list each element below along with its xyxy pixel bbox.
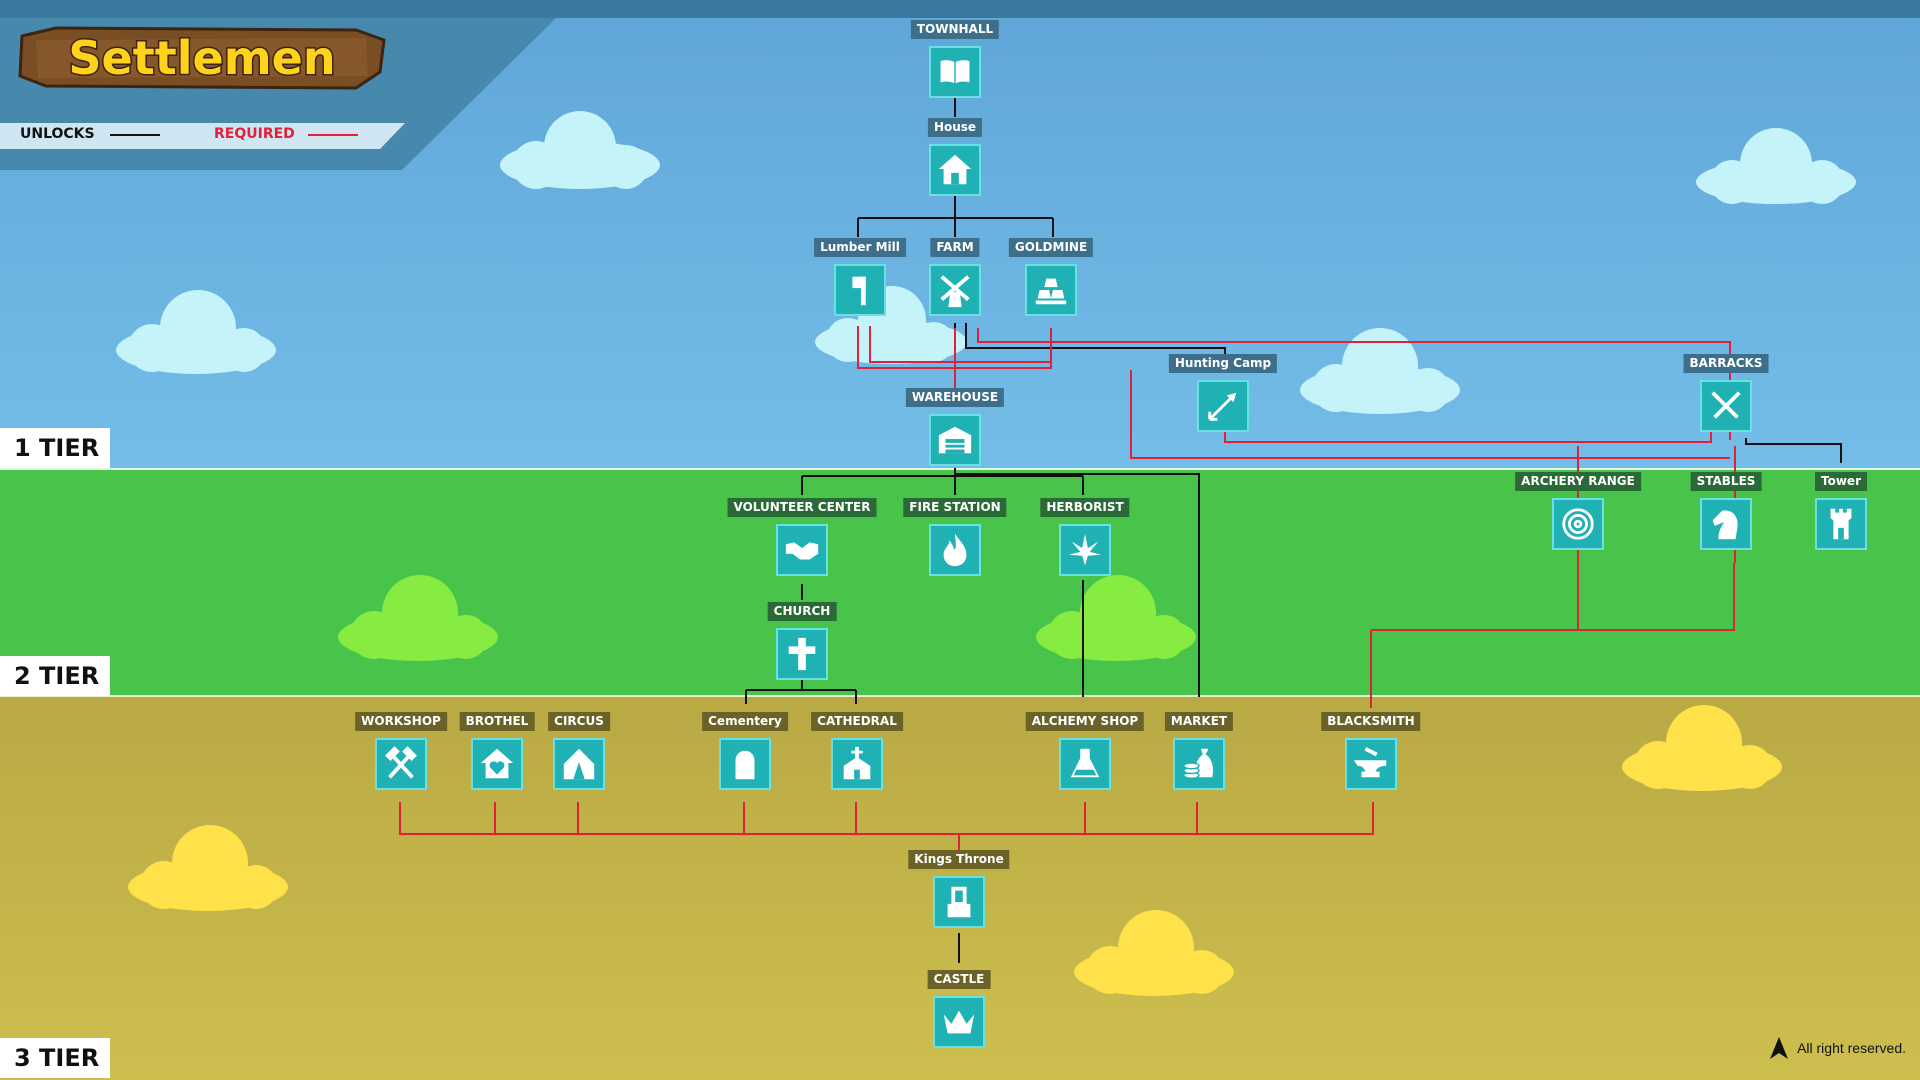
node-castle[interactable]: CASTLE xyxy=(894,970,1024,1050)
node-house[interactable]: House xyxy=(890,118,1020,198)
cloud xyxy=(128,825,288,911)
cloud xyxy=(1300,328,1460,414)
tower-icon xyxy=(1815,498,1867,550)
node-label: MARKET xyxy=(1164,712,1234,731)
node-label: CHURCH xyxy=(767,602,837,621)
cathedral-icon xyxy=(831,738,883,790)
tombstone-icon xyxy=(719,738,771,790)
cloud xyxy=(116,290,276,374)
node-label: BARRACKS xyxy=(1683,354,1769,373)
throne-icon xyxy=(933,876,985,928)
node-archery-range[interactable]: ARCHERY RANGE xyxy=(1513,472,1643,552)
cursor-arrow-icon xyxy=(1770,1037,1789,1059)
heart-house-icon xyxy=(471,738,523,790)
node-label: Cementery xyxy=(702,712,788,731)
node-label: Lumber Mill xyxy=(814,238,906,257)
node-label: House xyxy=(927,118,983,137)
anvil-icon xyxy=(1345,738,1397,790)
node-lumber-mill[interactable]: Lumber Mill xyxy=(795,238,925,318)
node-label: WORKSHOP xyxy=(355,712,447,731)
horse-icon xyxy=(1700,498,1752,550)
tier-2-label: 2 TIER xyxy=(0,656,110,696)
node-alchemy-shop[interactable]: ALCHEMY SHOP xyxy=(1020,712,1150,792)
node-church[interactable]: CHURCH xyxy=(737,602,867,682)
legend-unlocks-label: UNLOCKS xyxy=(20,126,95,142)
cloud xyxy=(815,286,967,364)
node-label: FIRE STATION xyxy=(903,498,1007,517)
node-label: CASTLE xyxy=(927,970,991,989)
tier-3-label: 3 TIER xyxy=(0,1038,110,1078)
node-label: Kings Throne xyxy=(908,850,1010,869)
cloud xyxy=(500,111,660,189)
game-logo: Settlemen xyxy=(16,26,388,90)
node-label: TOWNHALL xyxy=(910,20,1000,39)
hammers-icon xyxy=(375,738,427,790)
node-label: WAREHOUSE xyxy=(905,388,1005,407)
node-label: FARM xyxy=(930,238,980,257)
top-bar xyxy=(0,0,1920,18)
node-hunting-camp[interactable]: Hunting Camp xyxy=(1158,354,1288,434)
node-goldmine[interactable]: GOLDMINE xyxy=(986,238,1116,318)
svg-text:Settlemen: Settlemen xyxy=(68,31,335,85)
flame-icon xyxy=(929,524,981,576)
node-label: Tower xyxy=(1815,472,1867,491)
copyright-text: All right reserved. xyxy=(1797,1040,1906,1056)
node-barracks[interactable]: BARRACKS xyxy=(1661,354,1791,434)
node-brothel[interactable]: BROTHEL xyxy=(432,712,562,792)
cross-icon xyxy=(776,628,828,680)
node-label: ALCHEMY SHOP xyxy=(1025,712,1145,731)
node-market[interactable]: MARKET xyxy=(1134,712,1264,792)
node-label: ARCHERY RANGE xyxy=(1515,472,1641,491)
axe-icon xyxy=(834,264,886,316)
book-icon xyxy=(929,46,981,98)
node-label: VOLUNTEER CENTER xyxy=(727,498,877,517)
tier-1-label: 1 TIER xyxy=(0,428,110,468)
money-bag-icon xyxy=(1173,738,1225,790)
tent-icon xyxy=(553,738,605,790)
warehouse-icon xyxy=(929,414,981,466)
node-stables[interactable]: STABLES xyxy=(1661,472,1791,552)
copyright-footer: All right reserved. xyxy=(1769,1036,1906,1060)
node-cementery[interactable]: Cementery xyxy=(680,712,810,792)
node-herborist[interactable]: HERBORIST xyxy=(1020,498,1150,578)
node-label: BLACKSMITH xyxy=(1321,712,1421,731)
node-circus[interactable]: CIRCUS xyxy=(514,712,644,792)
legend-required-label: REQUIRED xyxy=(214,126,295,142)
node-tower[interactable]: Tower xyxy=(1776,472,1906,552)
gold-bars-icon xyxy=(1025,264,1077,316)
node-blacksmith[interactable]: BLACKSMITH xyxy=(1306,712,1436,792)
node-label: CATHEDRAL xyxy=(811,712,903,731)
node-cathedral[interactable]: CATHEDRAL xyxy=(792,712,922,792)
house-icon xyxy=(929,144,981,196)
node-label: STABLES xyxy=(1690,472,1762,491)
node-fire-station[interactable]: FIRE STATION xyxy=(890,498,1020,578)
node-workshop[interactable]: WORKSHOP xyxy=(336,712,466,792)
windmill-icon xyxy=(929,264,981,316)
crown-icon xyxy=(933,996,985,1048)
handshake-icon xyxy=(776,524,828,576)
flask-icon xyxy=(1059,738,1111,790)
cloud xyxy=(338,575,498,661)
node-farm[interactable]: FARM xyxy=(890,238,1020,318)
cloud xyxy=(1696,128,1856,204)
leaf-icon xyxy=(1059,524,1111,576)
node-label: BROTHEL xyxy=(459,712,535,731)
node-label: Hunting Camp xyxy=(1168,354,1278,373)
node-label: GOLDMINE xyxy=(1008,238,1094,257)
node-label: CIRCUS xyxy=(548,712,610,731)
cloud xyxy=(1074,910,1234,996)
crossed-swords-icon xyxy=(1700,380,1752,432)
target-icon xyxy=(1552,498,1604,550)
arrow-icon xyxy=(1197,380,1249,432)
node-warehouse[interactable]: WAREHOUSE xyxy=(890,388,1020,468)
node-label: HERBORIST xyxy=(1040,498,1130,517)
node-volunteer-center[interactable]: VOLUNTEER CENTER xyxy=(727,498,877,578)
node-kings-throne[interactable]: Kings Throne xyxy=(894,850,1024,930)
cloud xyxy=(1622,705,1782,791)
node-townhall[interactable]: TOWNHALL xyxy=(890,20,1020,100)
